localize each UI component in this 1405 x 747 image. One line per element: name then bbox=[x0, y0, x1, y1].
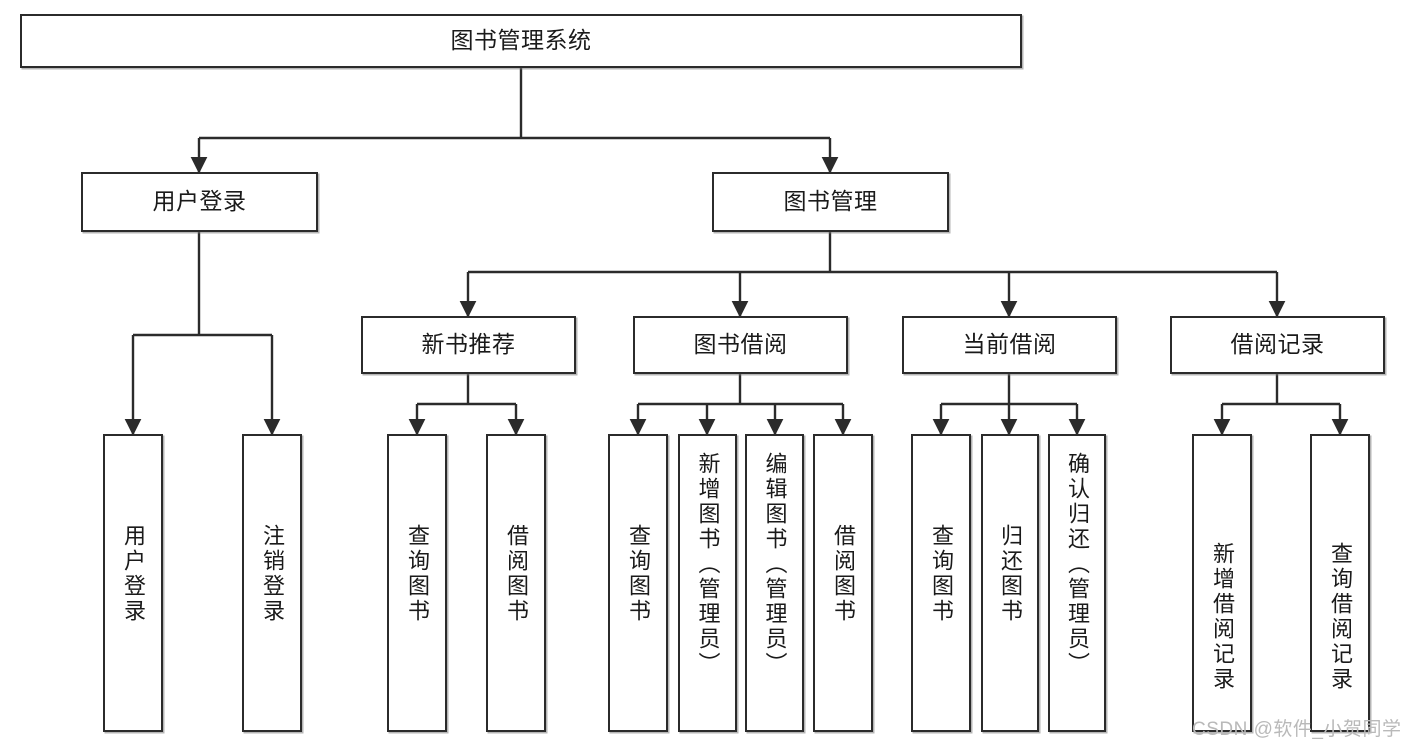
leaf-query-book-from-recommendation[interactable]: 查询图书 bbox=[387, 434, 447, 732]
leaf-confirm-return-admin[interactable]: 确认归还（管理员） bbox=[1048, 434, 1106, 732]
node-label: 查询图书 bbox=[404, 524, 430, 624]
leaf-borrow-book-from-recommendation[interactable]: 借阅图书 bbox=[486, 434, 546, 732]
node-label: 新增借阅记录 bbox=[1209, 542, 1235, 692]
node-label: 当前借阅 bbox=[962, 331, 1057, 358]
csdn-watermark: CSDN @软件_小贺同学 bbox=[1192, 719, 1402, 740]
node-label: 图书借阅 bbox=[693, 331, 788, 358]
node-label: 编辑图书（管理员） bbox=[762, 452, 788, 677]
leaf-return-book[interactable]: 归还图书 bbox=[981, 434, 1039, 732]
node-label: 查询图书 bbox=[625, 524, 651, 624]
node-label: 查询图书 bbox=[928, 524, 954, 624]
leaf-add-borrowing-record[interactable]: 新增借阅记录 bbox=[1192, 434, 1252, 732]
leaf-user-login[interactable]: 用户登录 bbox=[103, 434, 163, 732]
node-current-borrowing[interactable]: 当前借阅 bbox=[902, 316, 1117, 374]
node-label: 确认归还（管理员） bbox=[1064, 452, 1090, 677]
node-root-book-management-system[interactable]: 图书管理系统 bbox=[20, 14, 1022, 68]
node-borrowing-record[interactable]: 借阅记录 bbox=[1170, 316, 1385, 374]
node-label: 归还图书 bbox=[997, 524, 1023, 624]
leaf-query-borrowing-record[interactable]: 查询借阅记录 bbox=[1310, 434, 1370, 732]
node-label: 借阅记录 bbox=[1230, 331, 1325, 358]
node-label: 图书管理 bbox=[783, 188, 878, 215]
node-label: 借阅图书 bbox=[830, 524, 856, 624]
node-user-login[interactable]: 用户登录 bbox=[81, 172, 318, 232]
leaf-query-book-from-current[interactable]: 查询图书 bbox=[911, 434, 971, 732]
node-book-management[interactable]: 图书管理 bbox=[712, 172, 949, 232]
node-label: 新书推荐 bbox=[421, 331, 516, 358]
node-new-book-recommendation[interactable]: 新书推荐 bbox=[361, 316, 576, 374]
leaf-logout[interactable]: 注销登录 bbox=[242, 434, 302, 732]
node-label: 借阅图书 bbox=[503, 524, 529, 624]
node-label: 用户登录 bbox=[152, 188, 247, 215]
leaf-edit-book-admin[interactable]: 编辑图书（管理员） bbox=[745, 434, 804, 732]
node-label: 新增图书（管理员） bbox=[695, 452, 721, 677]
node-label: 用户登录 bbox=[120, 524, 146, 624]
leaf-query-book-from-borrowing[interactable]: 查询图书 bbox=[608, 434, 668, 732]
leaf-add-book-admin[interactable]: 新增图书（管理员） bbox=[678, 434, 737, 732]
node-label: 查询借阅记录 bbox=[1327, 542, 1353, 692]
node-label: 图书管理系统 bbox=[450, 27, 592, 54]
leaf-borrow-book-from-borrowing[interactable]: 借阅图书 bbox=[813, 434, 873, 732]
node-label: 注销登录 bbox=[259, 524, 285, 624]
node-book-borrowing[interactable]: 图书借阅 bbox=[633, 316, 848, 374]
